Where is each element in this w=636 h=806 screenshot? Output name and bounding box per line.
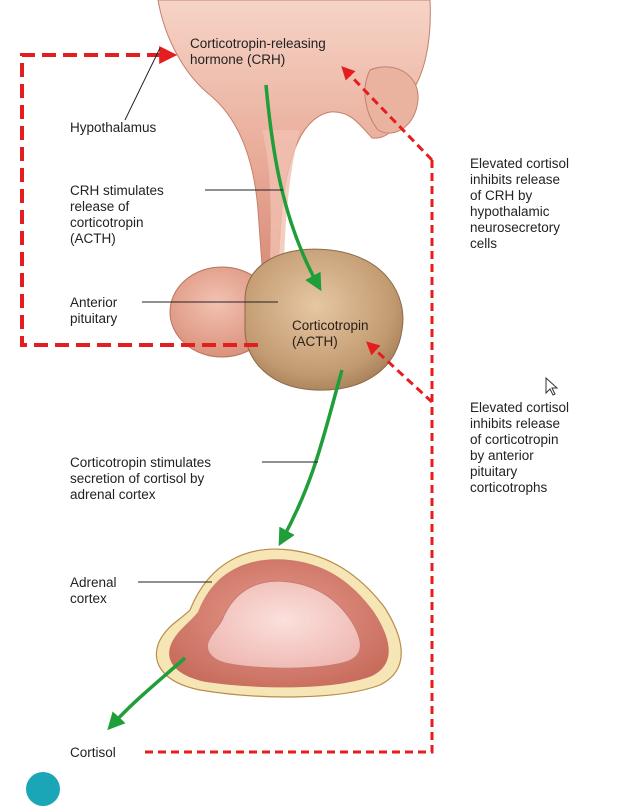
label-corticotropin-stimulates: Corticotropin stimulates secretion of co… xyxy=(70,455,212,502)
feedback-arrow-crh xyxy=(341,66,434,162)
label-adrenal-cortex: Adrenal cortex xyxy=(70,575,117,606)
leader-hypothalamus xyxy=(124,47,161,121)
label-anterior-pituitary: Anterior pituitary xyxy=(70,295,118,326)
label-elevated-cortisol-crh: Elevated cortisol inhibits release of CR… xyxy=(470,156,570,251)
help-bubble-icon[interactable] xyxy=(26,772,60,806)
feedback-line-cortisol xyxy=(145,160,434,754)
label-hypothalamus: Hypothalamus xyxy=(70,120,157,135)
hypothalamus-fold xyxy=(364,66,419,134)
adrenal-medulla xyxy=(207,580,361,669)
label-crh-stimulates: CRH stimulates release of corticotropin … xyxy=(70,183,164,246)
mouse-pointer-icon xyxy=(545,377,559,396)
anterior-pituitary-lobe xyxy=(244,248,404,391)
feedback-loop-left xyxy=(20,46,258,347)
crh-stimulation-arrow xyxy=(264,84,322,292)
feedback-arrow-acth xyxy=(366,341,434,404)
infundibulum-stalk xyxy=(262,130,300,262)
cortisol-release-arrow xyxy=(107,656,187,731)
label-crh: Corticotropin-releasing hormone (CRH) xyxy=(190,36,326,67)
label-elevated-cortisol-acth: Elevated cortisol inhibits release of co… xyxy=(470,400,570,495)
label-acth: Corticotropin (ACTH) xyxy=(292,318,369,349)
acth-stimulation-arrow xyxy=(278,369,344,547)
label-cortisol: Cortisol xyxy=(70,745,116,760)
